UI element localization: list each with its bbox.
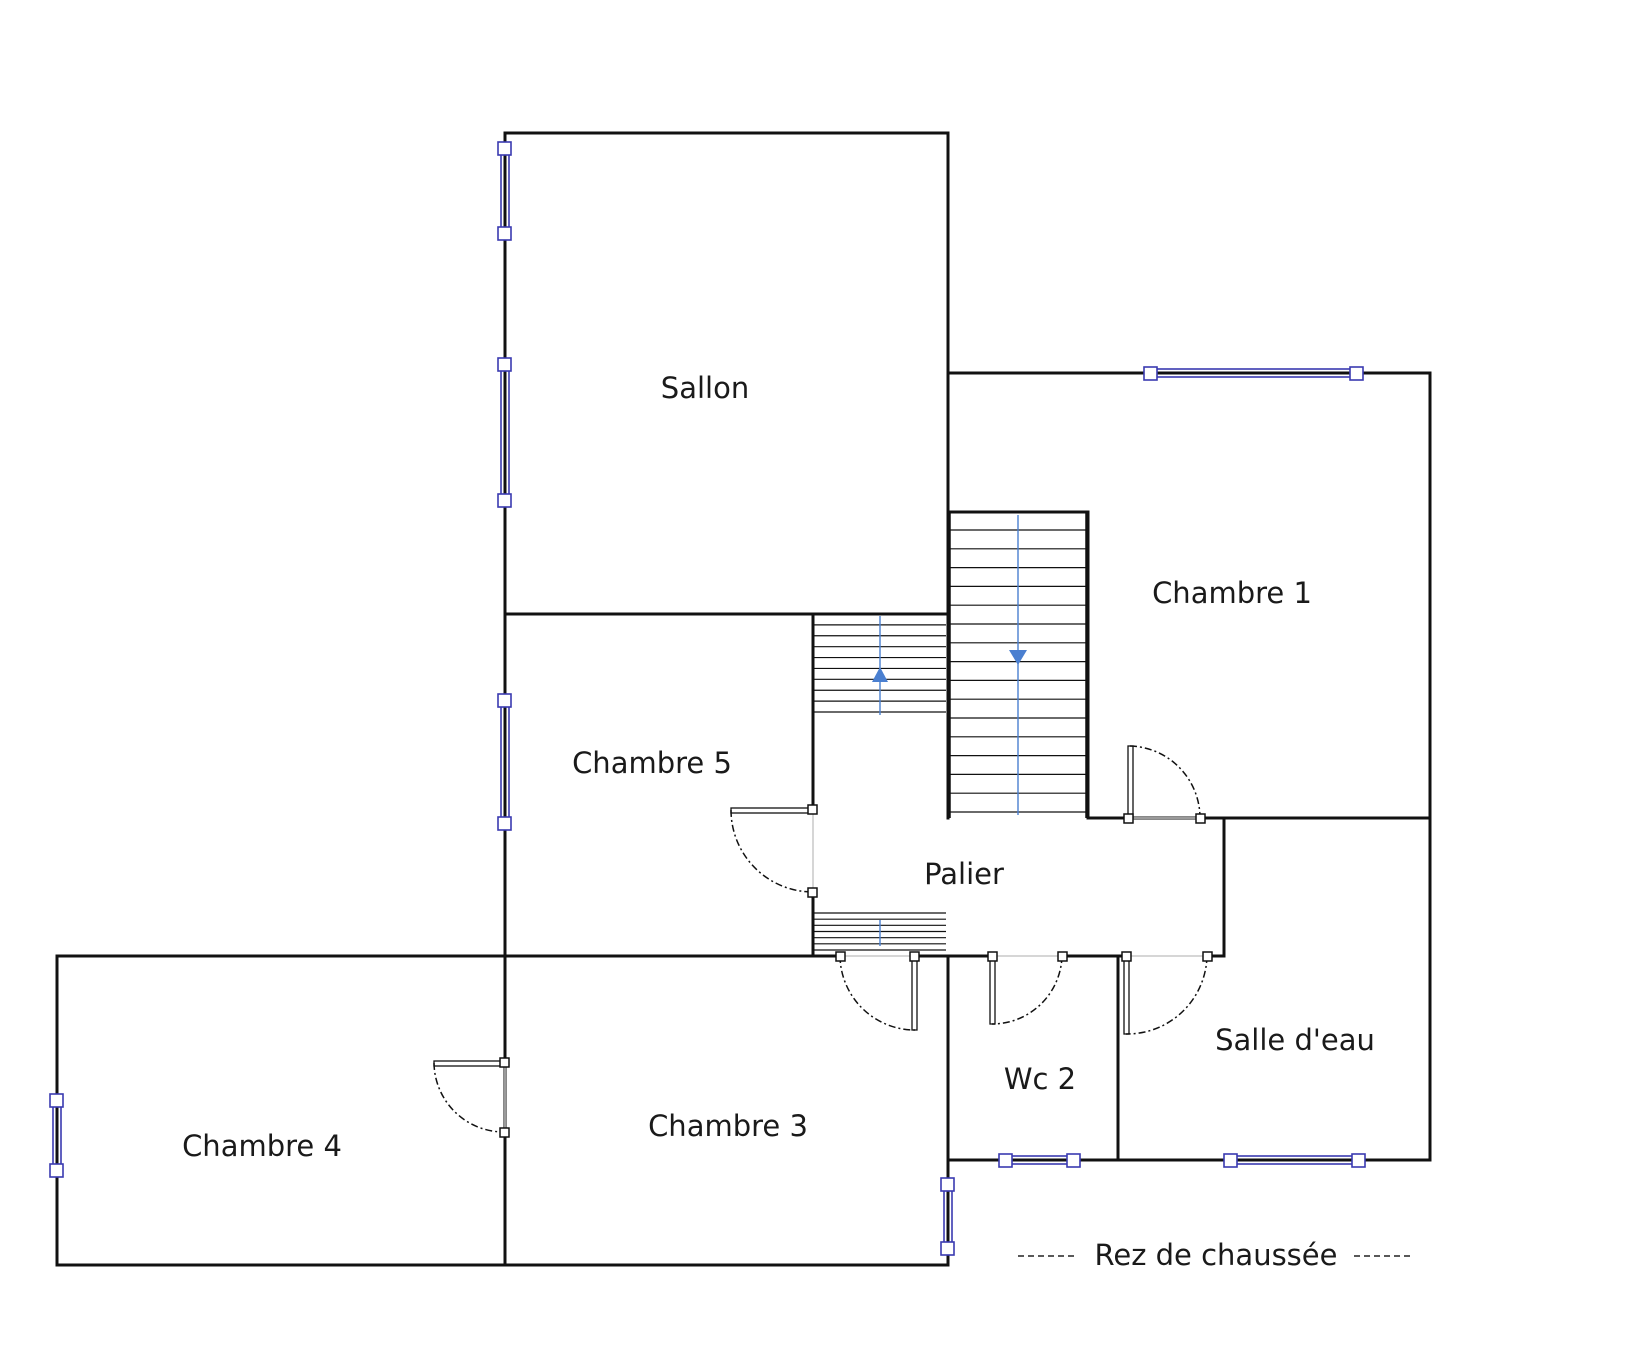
door-salle-d-eau (1121, 951, 1213, 1035)
windows (49, 141, 1366, 1256)
room-label-chambre-3: Chambre 3 (648, 1109, 808, 1143)
window-salle-d-eau (1223, 1153, 1366, 1168)
window-salon-2 (497, 357, 512, 508)
room-label-salon: Sallon (661, 371, 749, 405)
stair-up-arrow (872, 667, 888, 682)
window-chambre-4 (49, 1093, 64, 1178)
room-label-chambre-4: Chambre 4 (182, 1129, 342, 1163)
door-chambre-5 (730, 804, 818, 898)
room-label-chambre-1: Chambre 1 (1152, 576, 1312, 610)
window-salon-1 (497, 141, 512, 241)
stair-small (813, 912, 946, 951)
window-wc-2 (998, 1153, 1081, 1168)
room-labels: Sallon Chambre 1 Chambre 5 Palier Salle … (182, 371, 1375, 1163)
room-label-chambre-5: Chambre 5 (572, 746, 732, 780)
door-chambre-4 (433, 1057, 510, 1138)
door-chambre-3 (835, 951, 920, 1031)
walls (55, 131, 1432, 1267)
level-legend: Rez de chaussée (1018, 1238, 1414, 1272)
door-wc-2 (987, 951, 1068, 1025)
room-label-salle-d-eau: Salle d'eau (1215, 1023, 1375, 1057)
stair-left (813, 613, 946, 715)
door-openings (504, 810, 1207, 1132)
level-label: Rez de chaussée (1095, 1238, 1338, 1272)
room-label-palier: Palier (924, 857, 1004, 891)
stair-right (949, 512, 1087, 818)
window-chambre-5 (497, 693, 512, 831)
door-chambre-1 (1123, 745, 1206, 824)
stair-down-arrow (1009, 650, 1027, 665)
window-chambre-1 (1143, 366, 1364, 381)
room-label-wc-2: Wc 2 (1004, 1062, 1076, 1096)
window-chambre-3 (940, 1177, 955, 1256)
